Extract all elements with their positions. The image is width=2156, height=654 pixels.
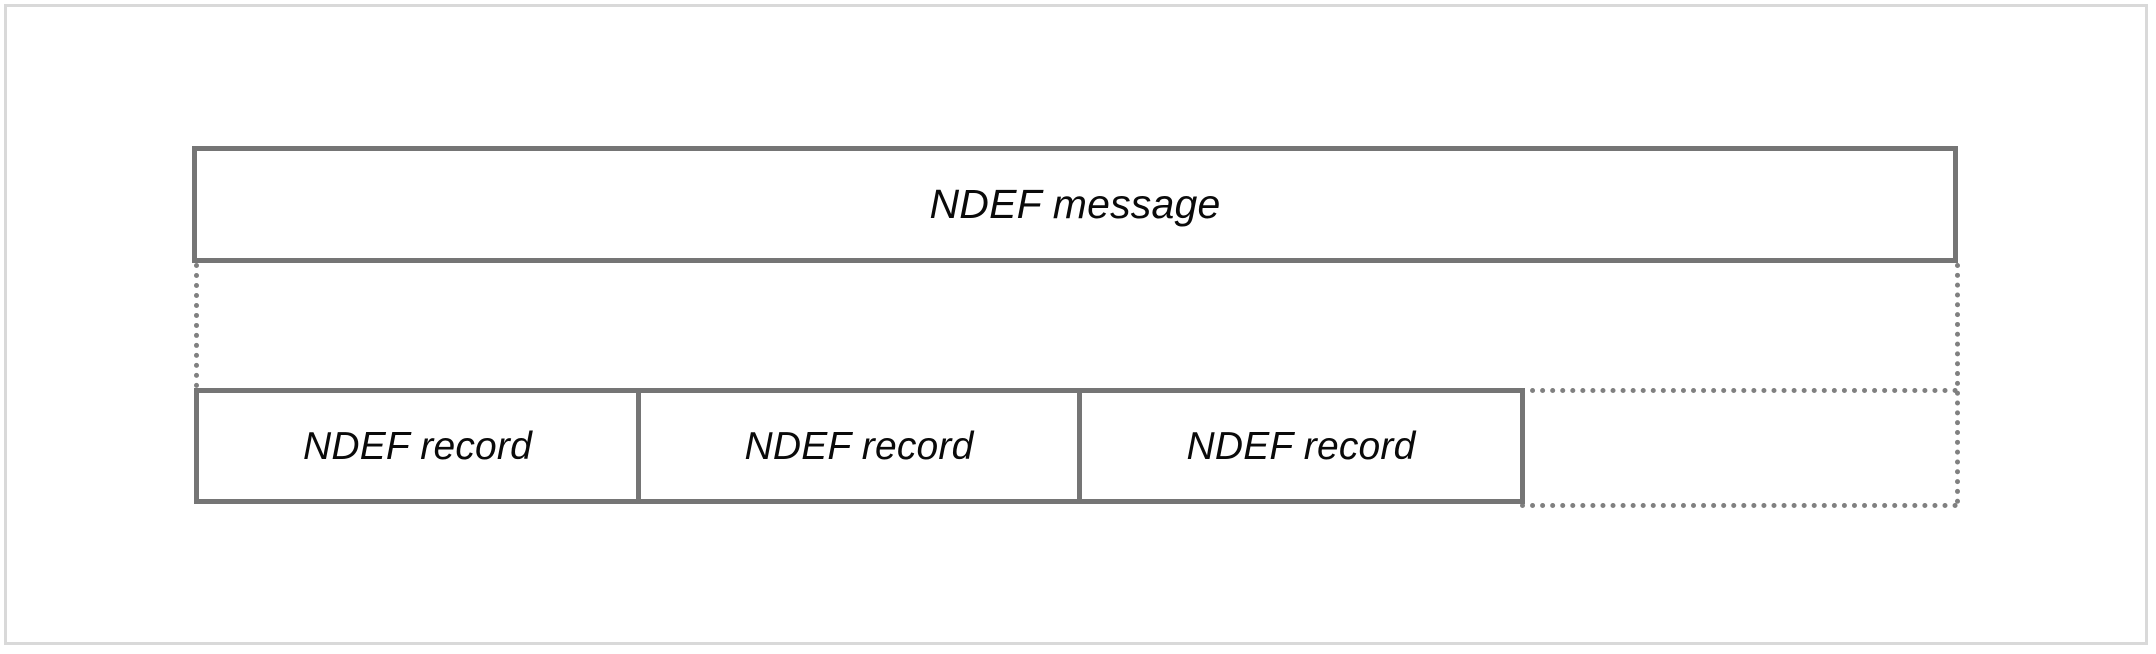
ndef-record-label: NDEF record bbox=[1186, 424, 1416, 468]
ndef-record-box: NDEF record bbox=[194, 388, 641, 504]
ndef-record-box: NDEF record bbox=[1077, 388, 1525, 504]
ndef-record-row: NDEF record NDEF record NDEF record bbox=[194, 388, 1525, 504]
ndef-record-label: NDEF record bbox=[744, 424, 974, 468]
figure-frame bbox=[4, 4, 2148, 645]
message-to-records-right-guide-line bbox=[1955, 263, 1960, 504]
records-continuation-top-guide-line bbox=[1520, 388, 1958, 393]
records-continuation-bottom-guide-line bbox=[1520, 503, 1958, 508]
ndef-record-box: NDEF record bbox=[636, 388, 1082, 504]
ndef-record-label: NDEF record bbox=[302, 424, 533, 468]
ndef-message-label: NDEF message bbox=[929, 181, 1221, 227]
ndef-message-box: NDEF message bbox=[192, 146, 1958, 263]
message-to-records-left-guide-line bbox=[194, 263, 199, 388]
